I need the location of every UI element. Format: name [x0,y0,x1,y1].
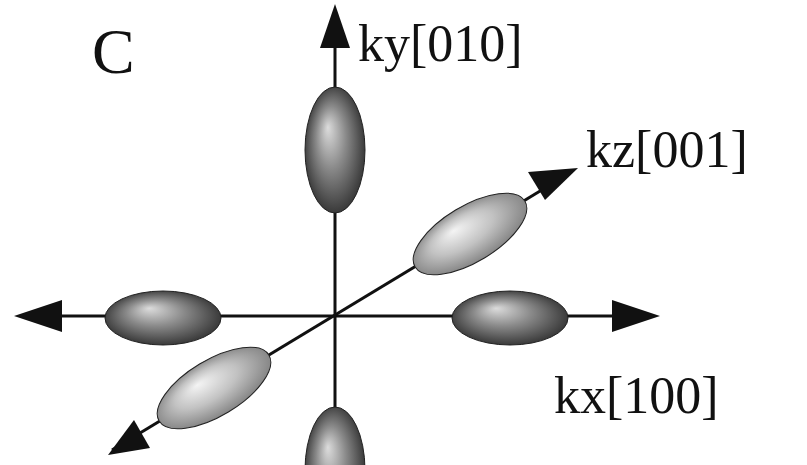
kx-valley-right [452,291,568,345]
panel-letter: C [92,20,135,84]
axis-label: kz[001] [586,124,748,176]
axis-lines [50,40,625,465]
kx-arrowhead-right [612,300,660,332]
kx-arrowhead-left [14,300,62,332]
kz-arrowhead [528,168,578,200]
ky-arrowhead [320,4,350,48]
ky-valley-top [305,87,365,213]
kz-arrowhead-lower [108,420,150,455]
axis-label: kx[100] [554,370,719,422]
ky-valley-bottom [305,407,365,465]
valley-ellipsoids [105,87,568,465]
axis-label: ky[010] [358,18,523,70]
kx-valley-left [105,291,221,345]
kz-valley-lower [145,331,284,445]
kz-valley-upper [401,177,540,291]
